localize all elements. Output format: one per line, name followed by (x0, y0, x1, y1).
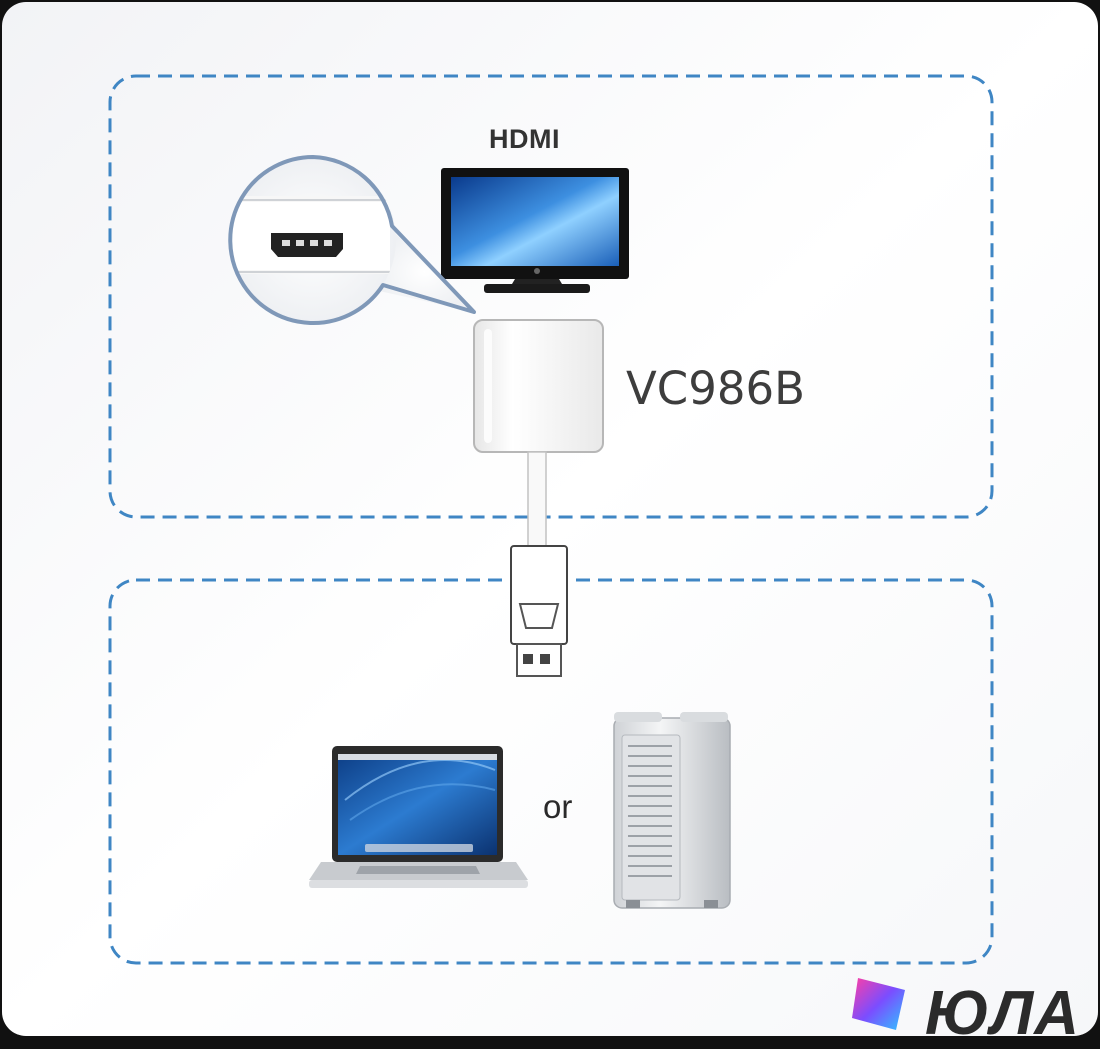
displayport-plug-icon (510, 545, 568, 677)
laptop-icon (309, 746, 528, 888)
yula-logo-icon (852, 978, 905, 1030)
source-side-group-box (108, 578, 994, 965)
desktop-tower-icon (613, 712, 731, 909)
or-label: or (543, 788, 573, 825)
hdmi-port-callout (228, 155, 476, 325)
cable-icon (527, 451, 547, 547)
hdmi-monitor-icon (441, 168, 629, 293)
hdmi-port-icon (271, 233, 343, 257)
hdmi-label: HDMI (489, 124, 560, 154)
display-side-group-box (108, 74, 994, 519)
watermark-text: ЮЛА (925, 979, 1080, 1048)
adapter-body-icon (473, 319, 604, 453)
model-label: VC986B (626, 362, 805, 415)
